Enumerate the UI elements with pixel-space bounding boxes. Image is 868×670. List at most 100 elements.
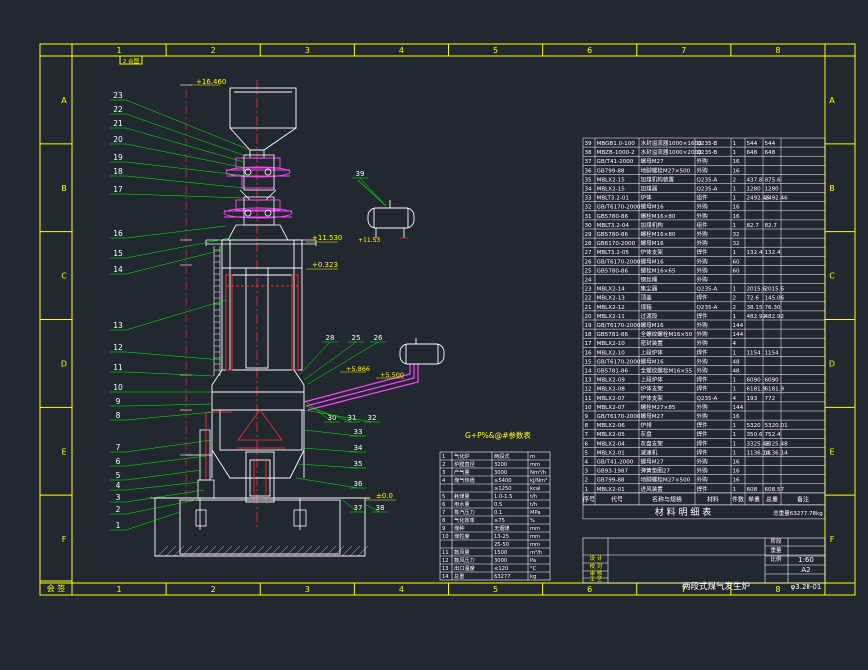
- tech-table-cell: 3: [442, 470, 445, 476]
- parts-list-cell: 弹簧垫圈27: [641, 467, 671, 475]
- parts-list-cell: 752.4: [765, 432, 781, 438]
- row-label-right: D: [829, 359, 835, 368]
- parts-list-cell: 5320.01: [765, 423, 789, 429]
- tech-table-cell: 14: [442, 574, 449, 580]
- parts-list-cell: 焊件: [697, 376, 709, 384]
- column-label-bottom: 1: [117, 585, 122, 594]
- parts-list-cell: 21: [585, 305, 593, 311]
- tech-table-cell: Pa: [530, 558, 536, 564]
- parts-list-cell: 螺栓M16×65: [641, 266, 676, 274]
- tech-table-cell: 1500: [494, 550, 507, 556]
- ash-pan: [211, 449, 305, 503]
- parts-list-cell: 16: [733, 159, 741, 165]
- parts-list-cell: 19: [585, 323, 593, 329]
- parts-list-cell: 14: [585, 369, 593, 375]
- row-label-right: C: [829, 272, 835, 281]
- part-balloon: 25: [352, 334, 361, 342]
- parts-list-cell: 544: [747, 141, 758, 147]
- parts-list-cell: 螺母M27: [641, 458, 665, 466]
- tech-table-cell: 两段式: [494, 452, 510, 460]
- parts-list-cell: MBZB-1000-2: [597, 150, 635, 156]
- parts-list-cell: MBLT3.2-01: [597, 196, 630, 202]
- parts-list-cell: 1: [733, 378, 737, 384]
- parts-list-cell: MBLX2-01: [597, 450, 626, 456]
- parts-list-cell: 1154: [765, 350, 780, 356]
- tech-table-cell: ≥75: [494, 518, 505, 524]
- parts-list-cell: Q235-A: [697, 287, 718, 293]
- row-label-left: B: [61, 184, 67, 193]
- parts-list-cell: 32: [585, 205, 592, 211]
- parts-list-cell: 6181.9: [747, 387, 767, 393]
- parts-list-cell: GB/T6170-2000: [597, 259, 641, 265]
- parts-list-cell: 16: [733, 205, 741, 211]
- parts-list-cell: 2492.46: [747, 196, 771, 202]
- parts-list-cell: 6: [585, 441, 589, 447]
- parts-list-cell: 35: [585, 177, 593, 183]
- title-block-signature-labels: 设 计校 对审 核工 艺: [590, 554, 603, 583]
- parts-list-cell: Q235-A: [697, 305, 718, 311]
- tech-table-cell: ≥5400: [494, 478, 512, 484]
- column-label-top: 6: [587, 46, 592, 55]
- tech-table-cell: ≥1250: [494, 486, 512, 492]
- drawing-scale: 1:60: [798, 556, 814, 564]
- title-block-field-label: 阶段: [770, 537, 782, 545]
- signature-label: 设 计: [590, 554, 603, 562]
- corner-label: 会 签: [47, 583, 66, 593]
- grate-cone: [236, 409, 286, 449]
- tech-table-cell: m: [530, 454, 535, 460]
- parts-list-cell: 焊件: [697, 294, 709, 302]
- parts-list-cell: 螺母M16: [641, 203, 665, 211]
- parts-list-cell: MBLX2-13: [597, 296, 626, 302]
- parts-list-cell: 焊件: [697, 248, 709, 256]
- parts-list-cell: MBLX2-15: [597, 187, 626, 193]
- tech-table-cell: t/h: [530, 502, 537, 508]
- tech-table-cell: 气化炉: [454, 452, 470, 460]
- part-balloon: 1: [116, 521, 121, 530]
- parts-list-cell: 2015.6: [747, 287, 767, 293]
- parts-list-cell: MBLX2-10: [597, 341, 626, 347]
- part-balloon: 26: [374, 334, 383, 342]
- parts-list-cell: 过渡段: [641, 312, 658, 320]
- tech-table-cell: 炉膛直径: [454, 460, 475, 468]
- parts-list-cell: GB/T6170-2000: [597, 323, 641, 329]
- parts-list-cell: 外购: [697, 367, 709, 375]
- parts-list-cell: 648: [765, 150, 776, 156]
- tech-table-cell: 4: [442, 478, 446, 484]
- tech-table-cell: 0.1: [494, 510, 502, 516]
- tech-table-cell: mm: [530, 542, 540, 548]
- foundation-hatch: [157, 545, 369, 557]
- tech-table-cell: kg: [530, 574, 536, 580]
- tech-table-cell: 蒸汽压力: [454, 508, 475, 516]
- parts-list-cell: 144: [733, 332, 744, 338]
- parts-list-cell: 4: [733, 341, 737, 347]
- column-label-top: 1: [117, 46, 122, 55]
- parts-list-cell: 48: [733, 359, 741, 365]
- parts-list-cell: 144: [733, 323, 744, 329]
- title-block-field-label: 比例: [770, 555, 782, 563]
- part-balloon: 30: [328, 414, 337, 422]
- tech-table-cell: 63277: [494, 574, 511, 580]
- signature-label: 校 对: [590, 562, 603, 570]
- tech-table-cell: 12: [442, 558, 449, 564]
- part-balloon: 17: [113, 185, 123, 194]
- parts-list-cell: MBLX2-09: [597, 378, 626, 384]
- part-balloon: 33: [354, 428, 363, 436]
- column-label-top: 3: [305, 46, 310, 55]
- parts-list-cell: 132.4: [747, 250, 763, 256]
- tech-table-cell: 1.0-1.5: [494, 494, 512, 500]
- ladder-rungs: [214, 249, 220, 371]
- tank-a-leader: [357, 179, 387, 207]
- parts-list-cell: 6090: [765, 378, 780, 384]
- parts-list-cell: MBLX2-14: [597, 287, 626, 293]
- parts-list-cell: 1: [733, 487, 737, 493]
- part-balloon: 19: [113, 153, 123, 162]
- parts-list-cell: 1: [733, 387, 737, 393]
- tech-table-cell: 用水量: [454, 500, 470, 508]
- parts-list-cell: 76.30: [765, 305, 781, 311]
- parts-list-cell: GB6170-2000: [597, 241, 636, 247]
- parts-list-cell: 60: [733, 259, 741, 265]
- parts-list-cell: 34: [585, 187, 593, 193]
- parts-list-cell: 3325.48: [765, 441, 789, 447]
- parts-list-cell: 4: [733, 396, 737, 402]
